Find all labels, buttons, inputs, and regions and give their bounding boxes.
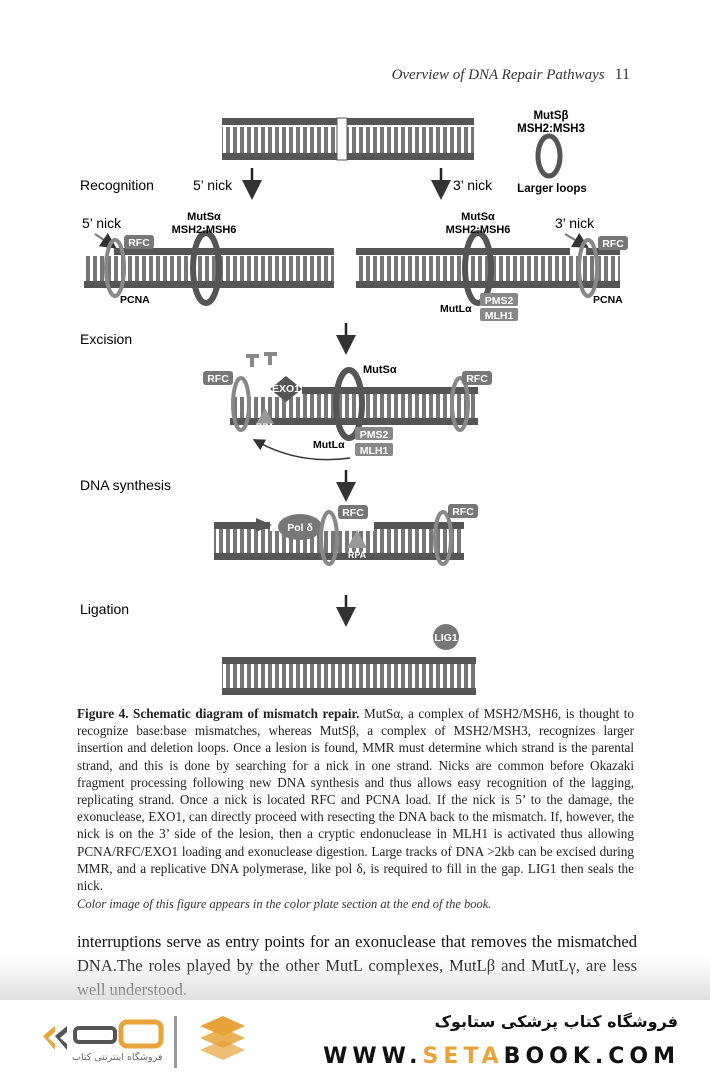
url-brand: SETA <box>422 1044 504 1069</box>
rfc-label: RFC <box>342 507 364 519</box>
pcna-label: PCNA <box>593 294 623 306</box>
mutsa-label: MutSα <box>363 364 397 376</box>
dna-recognition-right: MutSα MSH2:MSH6 3’ nick RFC PCNA PMS2 ML… <box>356 211 628 322</box>
lig1-shape <box>433 624 459 650</box>
msh2-msh3-label: MSH2:MSH3 <box>517 123 585 135</box>
nick-5-arrow-label: 5’ nick <box>193 177 233 193</box>
color-plate-note: Color image of this figure appears in th… <box>77 897 492 911</box>
mutsa-clamp <box>190 230 222 306</box>
rfc-label: RFC <box>207 373 229 385</box>
figure-caption: Figure 4. Schematic diagram of mismatch … <box>77 705 634 894</box>
pcna-clamp <box>577 238 599 298</box>
mutsa-clamp <box>462 230 494 306</box>
msh2-msh6-label: MSH2:MSH6 <box>172 224 237 236</box>
mlh1-label: MLH1 <box>485 310 514 322</box>
nick-5-label: 5’ nick <box>82 215 122 231</box>
exo1-label: EXO1 <box>272 383 300 395</box>
step-excision-label: Excision <box>80 331 132 347</box>
dna-synthesis: Pol δ RFC RPA RFC <box>214 504 478 566</box>
mutsa-clamp <box>333 367 365 441</box>
url-prefix: WWW. <box>323 1044 423 1069</box>
store-title-fa: فروشگاه کتاب پزشکی ستابوک <box>434 1012 678 1031</box>
step-recognition-label: Recognition <box>80 177 154 193</box>
pol-delta-shape <box>278 514 322 540</box>
rfc-label: RFC <box>452 506 474 518</box>
pol-delta-label: Pol δ <box>287 522 313 534</box>
store-url: WWW.SETABOOK.COM <box>323 1044 680 1069</box>
caption-label: Figure 4. Schematic diagram of mismatch … <box>77 706 360 721</box>
dna-excision: RFC EXO1 RPA MutSα RFC PMS2 MLH1 MutLα <box>203 352 492 461</box>
mutsa-label: MutSα <box>187 211 221 223</box>
page-fade <box>0 955 710 1005</box>
larger-loops-label: Larger loops <box>517 183 587 195</box>
setabook-logo <box>35 1012 285 1077</box>
rpa-label: RPA <box>348 550 367 560</box>
pcna-clamp <box>104 238 126 298</box>
running-head: Overview of DNA Repair Pathways 11 <box>392 66 630 84</box>
pms2-label: PMS2 <box>360 429 389 441</box>
mutsb-clamp <box>535 133 563 179</box>
mlh1-label: MLH1 <box>360 445 389 457</box>
url-suffix: BOOK.COM <box>503 1044 680 1069</box>
pcna-clamp <box>450 376 470 432</box>
running-title: Overview of DNA Repair Pathways <box>391 67 605 83</box>
rfc-label: RFC <box>602 238 624 250</box>
pcna-clamp <box>319 510 339 566</box>
page-number: 11 <box>614 66 630 83</box>
mutsb-group: MutSβ MSH2:MSH3 Larger loops <box>517 110 587 195</box>
dna-recognition-left: 5’ nick RFC PCNA MutSα MSH2:MSH6 <box>82 211 334 306</box>
pcna-clamp <box>231 376 251 432</box>
exo1-shape <box>270 376 302 402</box>
store-banner: فروشگاه اینترنتی کتاب فروشگاه کتاب پزشکی… <box>0 1000 710 1080</box>
step-dna-synthesis-label: DNA synthesis <box>80 477 171 493</box>
rpa-label: RPA <box>256 422 275 432</box>
rfc-label: RFC <box>128 237 150 249</box>
logo-subtitle: فروشگاه اینترنتی کتاب <box>72 1052 163 1063</box>
pms2-label: PMS2 <box>485 295 514 307</box>
nick-3-label: 3’ nick <box>555 215 595 231</box>
mutsa-label: MutSα <box>461 211 495 223</box>
pcna-label: PCNA <box>120 294 150 306</box>
dna-ligation: LIG1 <box>222 624 476 695</box>
dna-top <box>222 117 474 161</box>
rfc-label: RFC <box>466 373 488 385</box>
step-ligation-label: Ligation <box>80 601 129 617</box>
msh2-msh6-label: MSH2:MSH6 <box>446 224 511 236</box>
mutla-label: MutLα <box>440 303 472 315</box>
mismatch-repair-diagram: MutSβ MSH2:MSH3 Larger loops Recognition… <box>80 110 628 695</box>
pcna-clamp <box>433 510 453 566</box>
nick-3-arrow-label: 3’ nick <box>453 177 493 193</box>
caption-text: MutSα, a complex of MSH2/MSH6, is though… <box>77 706 635 894</box>
mutsb-label: MutSβ <box>533 110 568 122</box>
mutla-label: MutLα <box>313 439 345 451</box>
lig1-label: LIG1 <box>434 632 457 644</box>
